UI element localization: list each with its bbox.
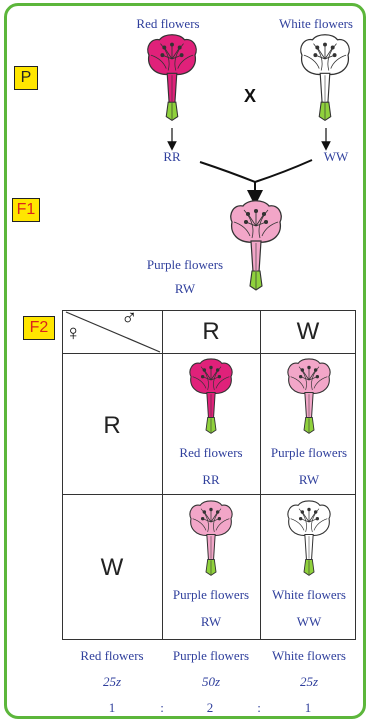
row-header-w: W [100,554,124,581]
generation-p-label: P [14,66,38,90]
f1-purple-flower-icon [226,200,286,300]
parent-white-genotype: WW [323,149,349,164]
generation-f2-label: F2 [23,316,55,340]
cell-rr-flower-icon [186,358,236,442]
cell-rw-top-flower-icon [284,358,334,442]
ratio-red: 1 [108,700,116,715]
cell-rw-top-phenotype: Purple flowers [270,445,348,460]
col-header-w: W [296,318,320,345]
male-symbol-icon: ♂ [121,305,138,330]
col-header-r: R [202,318,220,345]
summary-purple-label: Purple flowers [172,648,250,663]
summary-red-percent: 25z [102,674,122,689]
cell-rw-bottom-phenotype: Purple flowers [172,587,250,602]
ratio-sep-2: : [257,700,261,715]
parent-white-label: White flowers [278,16,353,31]
punnett-square [62,310,356,640]
female-symbol-icon: ♀ [65,320,82,345]
cross-symbol: X [244,86,257,106]
generation-f1-label: F1 [12,198,40,222]
ratio-purple: 2 [206,700,214,715]
f1-phenotype-label: Purple flowers [146,257,224,272]
cell-ww-genotype: WW [296,614,322,629]
summary-white-label: White flowers [271,648,346,663]
f1-genotype: RW [174,281,196,296]
summary-red-label: Red flowers [80,648,144,663]
ratio-white: 1 [304,700,312,715]
row-header-r: R [103,412,121,439]
parent-red-genotype: RR [163,149,181,164]
ratio-sep-1: : [160,700,164,715]
cell-rw-top-genotype: RW [298,472,320,487]
summary-white-percent: 25z [299,674,319,689]
cell-rw-bottom-genotype: RW [200,614,222,629]
cell-rw-bottom-flower-icon [186,500,236,584]
punnett-corner-diagonal [65,311,161,353]
cell-rr-phenotype: Red flowers [179,445,243,460]
cell-ww-flower-icon [284,500,334,584]
cell-ww-phenotype: White flowers [271,587,346,602]
summary-purple-percent: 50z [201,674,221,689]
parent-red-label: Red flowers [136,16,200,31]
cell-rr-genotype: RR [202,472,220,487]
